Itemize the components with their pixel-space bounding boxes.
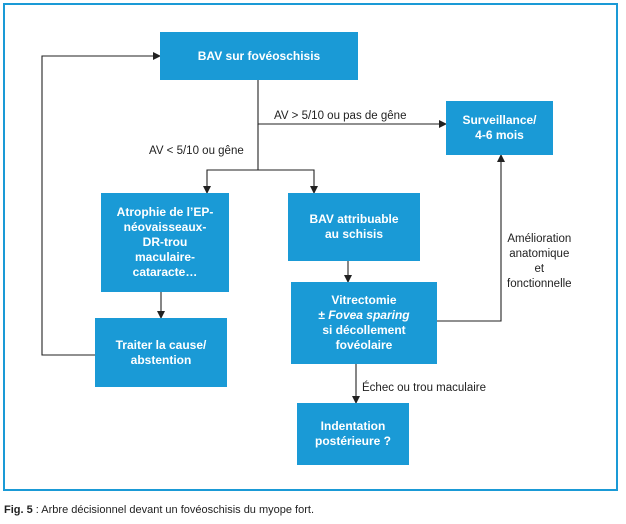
node-text: abstention — [130, 352, 192, 367]
edge-label-echec: Échec ou trou maculaire — [362, 382, 487, 394]
node-text-line2: ± Fovea sparing — [318, 308, 409, 323]
edge-label-av-inf: AV < 5/10 ou gêne — [149, 145, 244, 157]
node-bav-schisis: BAV attribuable au schisis — [288, 193, 420, 261]
node-text: Vitrectomie — [331, 293, 397, 307]
edge-traiter-loop-bav — [41, 52, 161, 356]
node-surveillance: Surveillance/ 4-6 mois — [446, 101, 553, 155]
node-text: maculaire- — [134, 250, 196, 264]
figure-caption: Fig. 5 : Arbre décisionnel devant un fov… — [4, 504, 314, 516]
edge-label-av-sup: AV > 5/10 ou pas de gêne — [274, 110, 407, 122]
node-text: Surveillance/ — [462, 113, 537, 127]
node-text: si décollement — [322, 323, 406, 337]
figure-frame — [3, 3, 618, 491]
node-indentation: Indentation postérieure ? — [297, 403, 409, 465]
edge-label-amelioration: Amélioration anatomique et fonctionnelle — [507, 232, 572, 292]
node-text: néovaisseaux- — [123, 220, 207, 234]
node-text: Traiter la cause/ — [115, 337, 207, 352]
edge-label-line: fonctionnelle — [507, 278, 572, 290]
node-text: DR-trou — [142, 235, 188, 249]
node-text: Atrophie de l’EP- — [116, 205, 214, 219]
fovea-sparing-text: Fovea sparing — [328, 308, 410, 322]
node-atrophie: Atrophie de l’EP- néovaisseaux- DR-trou … — [101, 193, 229, 292]
node-text: au schisis — [324, 227, 384, 241]
node-text: BAV attribuable — [309, 212, 399, 226]
edge-label-line: et — [534, 263, 545, 275]
edge-label-line: Amélioration — [507, 233, 572, 245]
edge-vitrectomie-to-surveillance — [437, 154, 505, 322]
edge-branch-to-schisis — [258, 169, 318, 194]
node-text: fovéolaire — [335, 338, 393, 352]
node-traiter-cause: Traiter la cause/ abstention — [95, 318, 227, 387]
node-bav-foveoschisis: BAV sur fovéoschisis — [160, 32, 358, 80]
node-text: cataracte… — [132, 265, 198, 279]
node-text: postérieure ? — [314, 434, 392, 448]
edge-label-line: anatomique — [509, 248, 570, 260]
plus-minus-text: ± — [318, 308, 329, 322]
caption-label: Fig. 5 — [4, 504, 33, 516]
node-vitrectomie: Vitrectomie ± Fovea sparing si décolleme… — [291, 282, 437, 364]
node-text: BAV sur fovéoschisis — [197, 48, 321, 63]
node-text: 4-6 mois — [475, 128, 524, 142]
node-text: Indentation — [320, 419, 386, 433]
edge-bav-to-branch — [203, 124, 259, 194]
caption-text: : Arbre décisionnel devant un fovéoschis… — [32, 504, 315, 516]
